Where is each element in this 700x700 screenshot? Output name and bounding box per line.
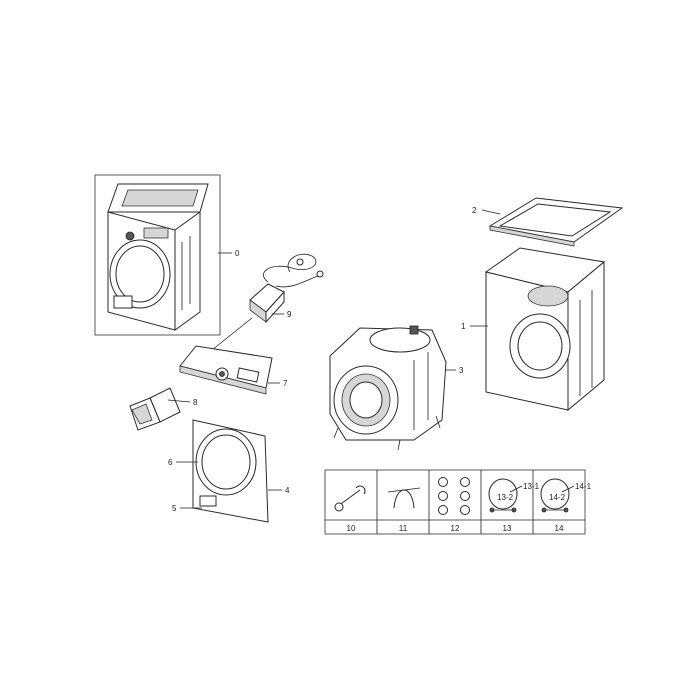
label-part-14-1: 14-1 xyxy=(575,482,592,491)
accessory-table: 13-1 13-2 14-1 14-2 10 11 12 13 14 xyxy=(324,469,592,535)
label-part-5: 5 xyxy=(172,504,177,513)
spanner-icon xyxy=(337,485,366,507)
hose-guide-icon xyxy=(393,489,415,509)
label-part-4: 4 xyxy=(285,486,290,495)
label-part-6: 6 xyxy=(168,458,173,467)
control-panel-drawing: 7 xyxy=(179,345,288,395)
label-part-7: 7 xyxy=(283,379,288,388)
label-part-14-2: 14-2 xyxy=(549,493,566,502)
cap-set-icon xyxy=(438,477,470,515)
washer-assembly-frame xyxy=(94,174,221,336)
cabinet-drawing: 1 xyxy=(461,247,606,412)
label-part-2: 2 xyxy=(472,206,477,215)
drain-hose-icon: 14-1 14-2 xyxy=(540,478,592,513)
label-part-1: 1 xyxy=(461,322,466,331)
front-panel-drawing: 4 6 5 xyxy=(168,419,290,523)
accessory-label-12: 12 xyxy=(451,524,460,533)
washer-assembly-drawing: 0 xyxy=(94,174,240,336)
tub-assembly-drawing: 3 xyxy=(329,325,464,451)
accessory-label-10: 10 xyxy=(347,524,356,533)
accessory-label-11: 11 xyxy=(399,524,408,533)
accessory-label-14: 14 xyxy=(555,524,564,533)
label-part-3: 3 xyxy=(459,366,464,375)
accessory-label-13: 13 xyxy=(503,524,512,533)
label-part-8: 8 xyxy=(193,398,198,407)
top-cover-drawing: 2 xyxy=(472,197,624,247)
pcb-module-drawing: 9 xyxy=(211,253,324,351)
label-part-9: 9 xyxy=(287,310,292,319)
detergent-drawer-drawing: 8 xyxy=(129,387,198,431)
label-part-13-1: 13-1 xyxy=(523,482,540,491)
water-hose-icon: 13-1 13-2 xyxy=(488,478,540,513)
label-part-13-2: 13-2 xyxy=(497,493,514,502)
label-part-0: 0 xyxy=(235,249,240,258)
